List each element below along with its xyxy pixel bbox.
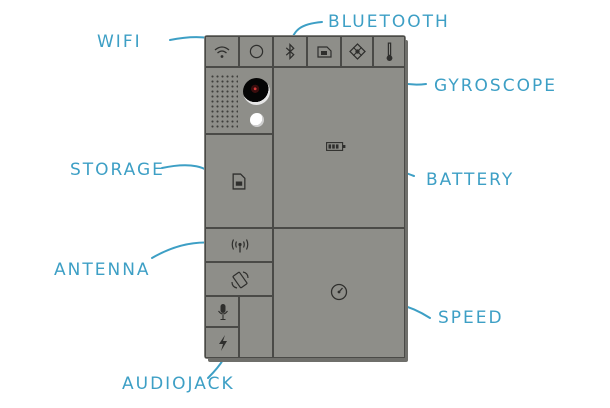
phone-body [205,36,405,358]
blank-module [239,296,273,358]
gyroscope-icon [349,43,366,60]
speedometer-icon [330,283,348,301]
audiojack-module [205,327,239,358]
sim-card-icon [317,46,332,58]
compass-icon [249,44,264,59]
storage-label: STORAGE [70,160,165,180]
audiojack-label: AUDIOJACK [122,374,235,394]
antenna-label: ANTENNA [54,260,151,280]
bluetooth-module [273,36,307,67]
sd-card-icon [232,173,246,190]
wifi-module [205,36,239,67]
bluetooth-label: BLUETOOTH [328,12,450,32]
gyroscope-label: GYROSCOPE [434,76,557,96]
speaker-grill [210,74,238,128]
microphone-icon [218,304,228,321]
sim-module [307,36,341,67]
battery-icon [326,142,346,151]
bluetooth-icon [285,43,295,60]
camera-lens-icon [243,78,270,105]
thermometer-icon [386,42,393,61]
battery-label: BATTERY [426,170,515,190]
speed-label: SPEED [438,308,504,328]
rotate-module [205,262,273,296]
microphone-module [205,296,239,327]
wifi-label: WIFI [97,32,142,52]
storage-module [205,134,273,228]
battery-module [273,67,405,228]
wifi-icon [214,46,230,58]
compass-module [239,36,273,67]
lightning-icon [219,335,227,351]
gyroscope-module [341,36,373,67]
flash-icon [250,113,264,127]
thermometer-module [373,36,405,67]
rotate-icon [231,271,249,289]
antenna-icon [231,239,249,253]
antenna-module [205,228,273,262]
camera-module [205,67,273,134]
speed-module [273,228,405,358]
